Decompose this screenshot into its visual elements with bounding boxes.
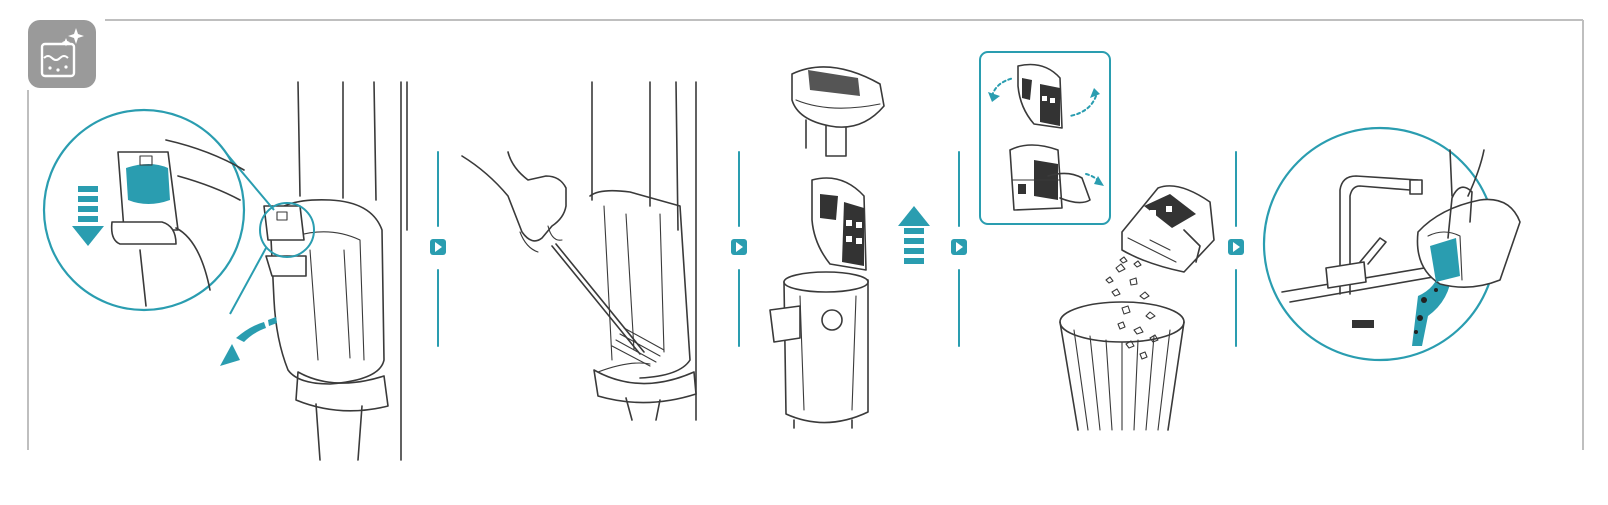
- cleaning-icon: [28, 20, 96, 88]
- next-marker-3: [951, 152, 967, 346]
- next-marker-1: [430, 152, 446, 346]
- next-marker-2: [731, 152, 747, 346]
- step-3-illustration: [770, 67, 930, 428]
- step-4-illustration: [980, 52, 1110, 224]
- next-marker-4: [1228, 152, 1244, 346]
- step-1-illustration: [44, 82, 407, 460]
- step-6-illustration: [1264, 128, 1520, 360]
- step-2-illustration: [462, 82, 696, 420]
